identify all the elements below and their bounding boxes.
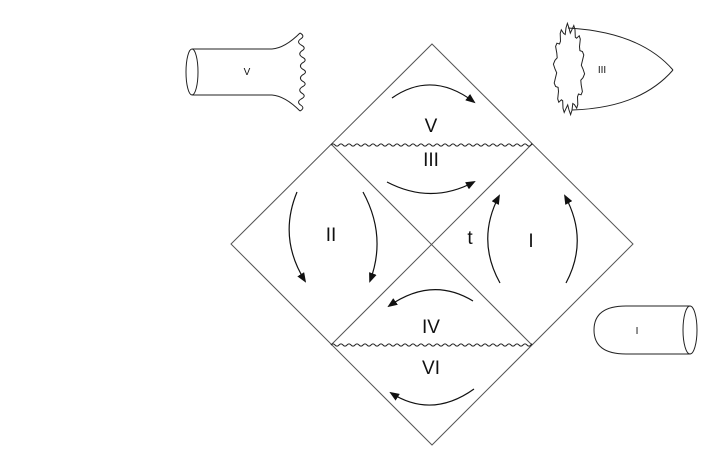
cylinder-inset-label: V — [244, 67, 251, 78]
time-label: t — [467, 228, 473, 249]
capsule-inset-label: I — [636, 326, 639, 337]
singularity-line-top — [330, 143, 533, 147]
region-label-ii: II — [326, 225, 337, 246]
arrow-region-iii — [386, 181, 476, 195]
outer-diamond — [230, 43, 634, 446]
arrow-region-iv — [387, 289, 474, 308]
region-label-iv: IV — [422, 317, 440, 338]
arrow-region-ii-right — [362, 191, 378, 283]
region-label-iii: III — [423, 150, 439, 171]
arrow-region-vi — [389, 388, 475, 406]
region-label-v: V — [425, 116, 438, 137]
cylinder-inset: V — [185, 32, 306, 112]
singularity-line-bottom — [330, 343, 533, 347]
arrow-region-i-right — [564, 194, 578, 284]
cone-inset: III — [552, 21, 674, 117]
cone-inset-label: III — [598, 65, 606, 76]
arrow-region-i-left — [487, 194, 501, 284]
arrow-region-v — [391, 84, 476, 104]
capsule-inset: I — [593, 305, 698, 355]
diagonal-right — [330, 143, 533, 346]
region-label-vi: VI — [422, 358, 440, 379]
arrow-region-ii-left — [288, 191, 307, 283]
region-label-i: I — [528, 231, 533, 252]
